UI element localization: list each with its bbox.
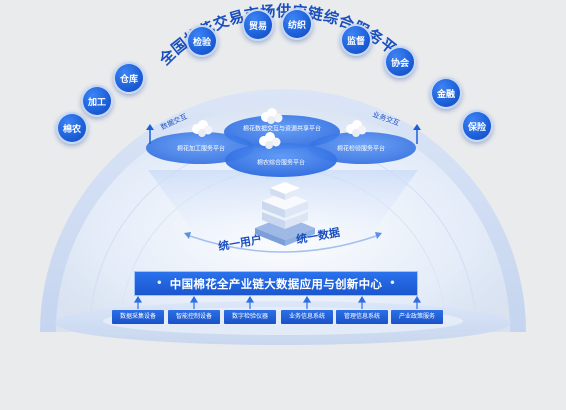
platform-center-label: 棉农综合服务平台	[256, 159, 306, 167]
up-arrow-left	[146, 124, 154, 144]
innovation-center-banner: • 中国棉花全产业链大数据应用与创新中心 •	[134, 271, 418, 296]
platform-center-ellipse	[225, 143, 337, 177]
system-connector-arrow	[302, 295, 312, 303]
cotton-icon-right	[346, 120, 367, 137]
system-box: 产业政策服务	[391, 310, 443, 324]
system-box: 业务信息系统	[281, 310, 333, 324]
up-arrow-right	[413, 124, 421, 144]
platform-left-label: 棉花加工服务平台	[176, 145, 226, 153]
stakeholder-node: 仓库	[113, 62, 145, 94]
platform-top-ellipse	[224, 115, 340, 149]
cotton-icon-top	[261, 108, 283, 124]
system-box: 数字检验仪器	[224, 310, 276, 324]
stakeholder-node: 棉农	[56, 112, 88, 144]
cotton-icon-left	[192, 120, 213, 137]
system-box: 数据采集设备	[112, 310, 164, 324]
unify-arc	[189, 235, 377, 253]
system-box: 智能控制设备	[168, 310, 220, 324]
platform-right-label: 棉花检验服务平台	[336, 145, 386, 153]
stakeholder-node: 加工	[81, 85, 113, 117]
banner-dot-left: •	[156, 278, 163, 289]
innovation-center-title: 中国棉花全产业链大数据应用与创新中心	[169, 276, 383, 291]
platform-top-label: 棉花数据交互与资源共享平台	[242, 125, 322, 133]
stakeholder-node: 纺织	[281, 8, 313, 40]
stakeholder-node: 监督	[340, 24, 372, 56]
system-connector-arrow	[412, 295, 422, 303]
system-box: 管理信息系统	[336, 310, 388, 324]
stakeholder-node: 检验	[186, 25, 218, 57]
stakeholder-node: 金融	[430, 77, 462, 109]
banner-dot-right: •	[389, 278, 396, 289]
system-connector-arrow	[189, 295, 199, 303]
system-connectors	[133, 295, 422, 309]
cotton-icon-center	[259, 132, 281, 149]
server-stack-icon	[255, 182, 315, 246]
system-connector-arrow	[133, 295, 143, 303]
stakeholder-node: 贸易	[242, 9, 274, 41]
system-connector-arrow	[245, 295, 255, 303]
stakeholder-node: 保险	[461, 110, 493, 142]
stakeholder-node: 协会	[384, 46, 416, 78]
system-connector-arrow	[357, 295, 367, 303]
